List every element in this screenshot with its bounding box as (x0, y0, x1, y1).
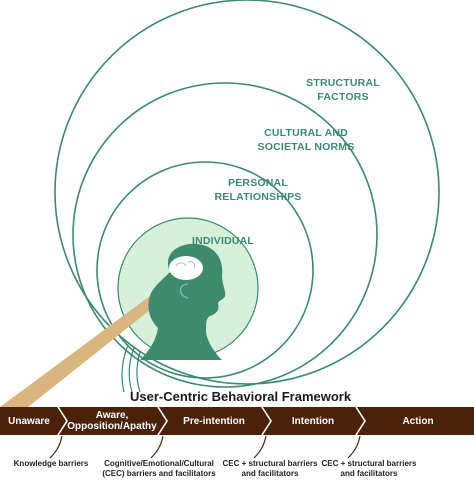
barrier-cec-structural-1: CEC + structural barriers and facilitato… (222, 459, 318, 478)
barrier-cec-structural-2: CEC + structural barriers and facilitato… (321, 459, 417, 478)
ring-cultural (72, 82, 378, 388)
barrier-cec: Cognitive/Emotional/Cultural (CEC) barri… (102, 459, 216, 478)
user-beam (0, 296, 160, 407)
stage-intention: Intention (291, 415, 335, 427)
stage-pre-intention: Pre-intention (183, 415, 245, 427)
ring-label-cultural: CULTURAL AND SOCIETAL NORMS (257, 127, 355, 153)
ring-label-structural: STRUCTURAL FACTORS (306, 77, 380, 103)
barrier-knowledge: Knowledge barriers (13, 459, 89, 468)
stage-band (0, 407, 474, 435)
ring-personal (96, 161, 314, 379)
ring-label-personal: PERSONAL RELATIONSHIPS (214, 177, 302, 203)
stage-action: Action (402, 415, 434, 427)
ring-structural (54, 0, 440, 385)
stage-aware: Aware, Opposition/Apathy (67, 410, 157, 432)
barrier-arrows (49, 435, 361, 459)
stage-dividers (57, 406, 366, 436)
ring-arrows (121, 344, 141, 393)
ring-label-individual: INDIVIDUAL (191, 235, 255, 247)
head-silhouette (140, 243, 226, 360)
brain-icon (169, 256, 203, 280)
stage-unaware: Unaware (8, 415, 50, 427)
framework-title: User-Centric Behavioral Framework (130, 389, 352, 404)
